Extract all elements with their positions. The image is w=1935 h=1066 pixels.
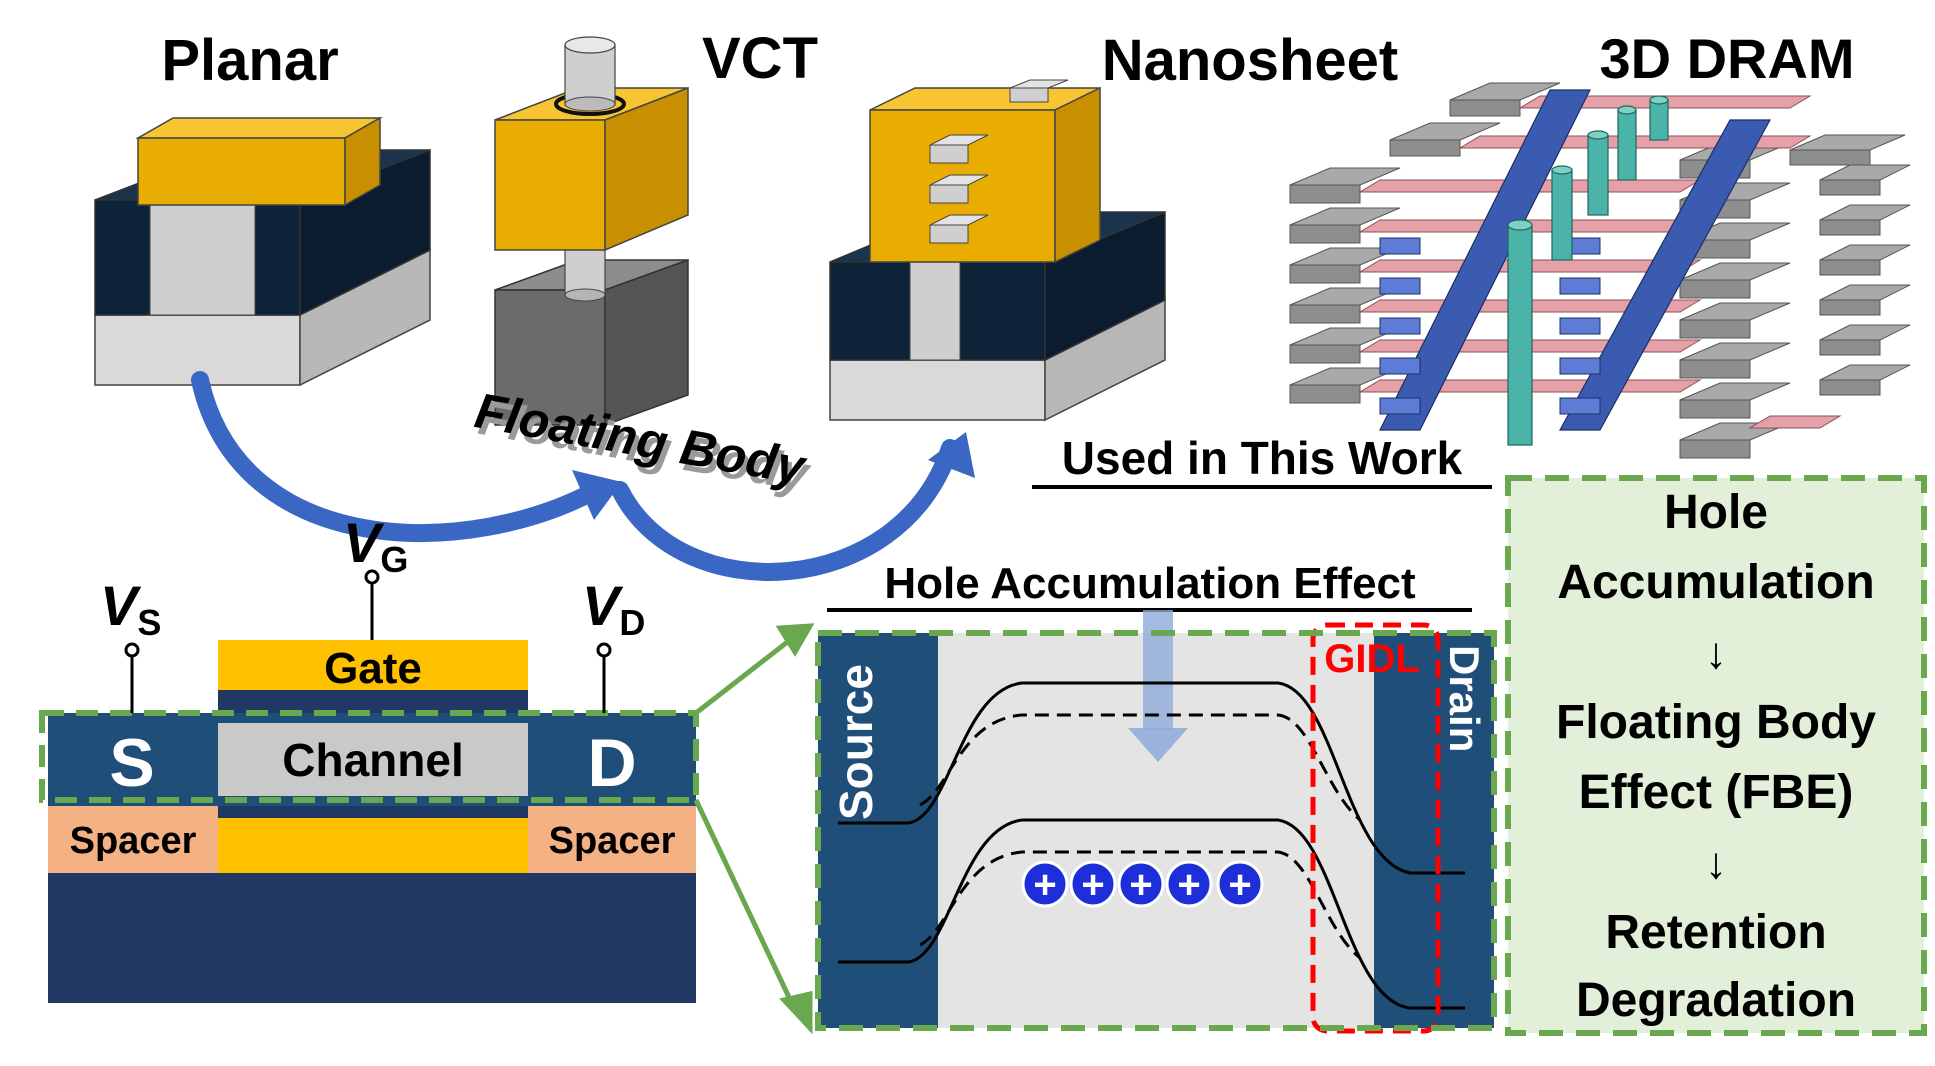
gidl-label: GIDL — [1324, 637, 1420, 681]
svg-text:+: + — [1177, 863, 1200, 907]
transition-arrows — [191, 371, 975, 581]
flow-line-6: Degradation — [1576, 974, 1856, 1027]
dram3d-array — [1289, 82, 1911, 459]
zoom-lines — [693, 623, 815, 1035]
title-planar: Planar — [161, 28, 338, 93]
title-vct: VCT — [702, 26, 818, 91]
svg-text:+: + — [1081, 863, 1104, 907]
vd-label: VD — [582, 574, 645, 643]
flow-arrow-2: ↓ — [1705, 839, 1727, 888]
flow-text: Hole Accumulation ↓ Floating Body Effect… — [1556, 486, 1876, 1027]
flow-line-5: Retention — [1605, 906, 1826, 959]
source-terminal-label: S — [109, 725, 154, 801]
svg-text:+: + — [1228, 863, 1251, 907]
flow-box — [1505, 475, 1927, 1036]
flow-arrow-1: ↓ — [1705, 629, 1727, 678]
vg-label: VG — [343, 511, 408, 580]
flow-line-2: Accumulation — [1557, 556, 1874, 609]
vs-label: VS — [100, 574, 161, 643]
flow-line-4: Effect (FBE) — [1579, 766, 1854, 819]
vct-device — [494, 36, 689, 427]
drain-terminal-label: D — [587, 725, 636, 801]
channel-label: Channel — [282, 734, 463, 786]
device-cross-section — [39, 640, 699, 1003]
svg-text:+: + — [1033, 863, 1056, 907]
planar-device — [94, 116, 431, 387]
title-nanosheet: Nanosheet — [1102, 28, 1399, 93]
spacer-right-label: Spacer — [549, 820, 676, 862]
used-in-this-work: Used in This Work — [1062, 432, 1463, 484]
band-drain-label: Drain — [1441, 645, 1488, 752]
hole-plus-signs: + + + + + — [1033, 863, 1251, 907]
gate-label: Gate — [324, 644, 422, 693]
flow-line-3: Floating Body — [1556, 696, 1876, 749]
dram-layers — [1289, 82, 1911, 459]
nanosheet-device — [829, 79, 1166, 422]
svg-text:+: + — [1129, 863, 1152, 907]
title-3d-dram: 3D DRAM — [1599, 27, 1854, 90]
band-source-label: Source — [830, 664, 882, 820]
band-diagram — [815, 610, 1497, 1034]
hole-accumulation-title: Hole Accumulation Effect — [884, 559, 1416, 608]
terminal-wires — [124, 569, 612, 713]
flow-line-1: Hole — [1664, 486, 1768, 539]
spacer-left-label: Spacer — [70, 820, 197, 862]
